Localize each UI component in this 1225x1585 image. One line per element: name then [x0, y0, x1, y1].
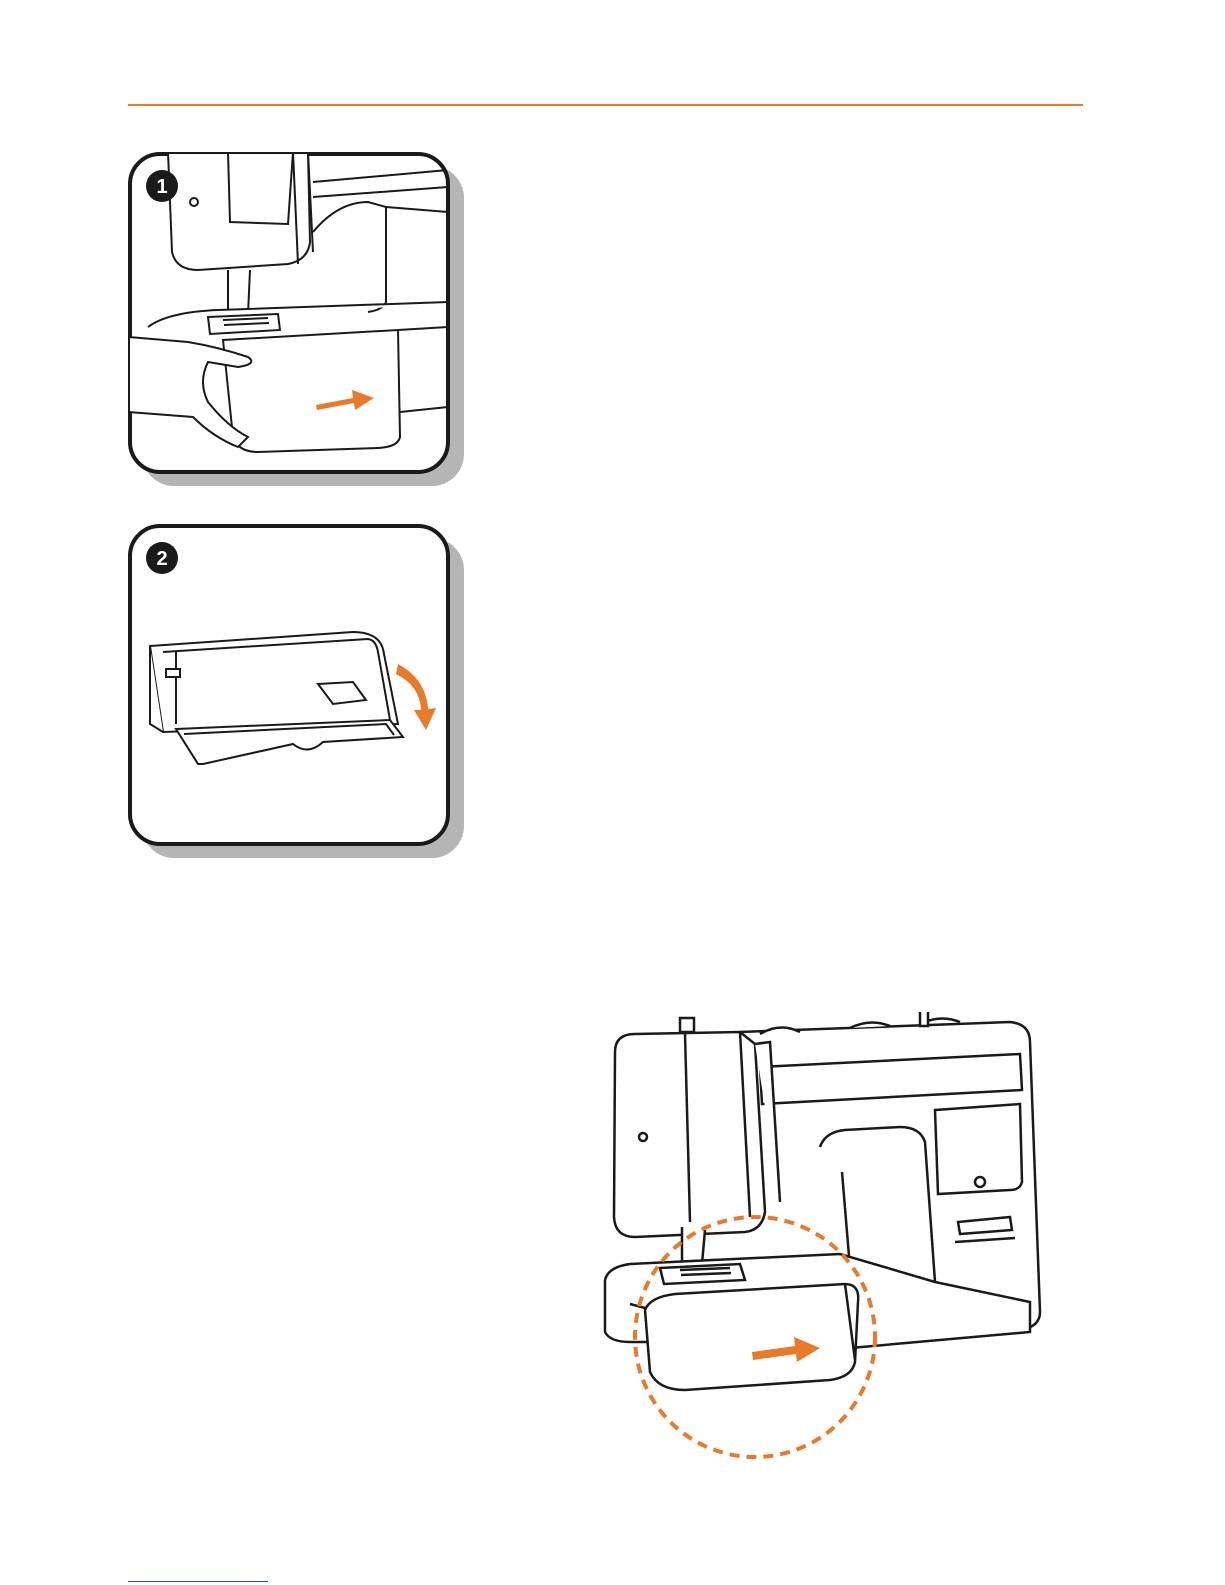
svg-text:2: 2: [156, 548, 167, 570]
header-rule: [128, 104, 1083, 106]
step-number-badge: 1: [146, 170, 178, 202]
step-number-badge: 2: [146, 542, 178, 574]
footer-link-underline: [128, 1581, 268, 1582]
sewing-machine-icon: [605, 1012, 1040, 1390]
svg-text:1: 1: [156, 176, 167, 198]
sewing-machine-overview: [590, 1012, 1050, 1462]
step-1-panel: 1: [128, 152, 468, 487]
step-2-panel: 2: [128, 524, 468, 859]
